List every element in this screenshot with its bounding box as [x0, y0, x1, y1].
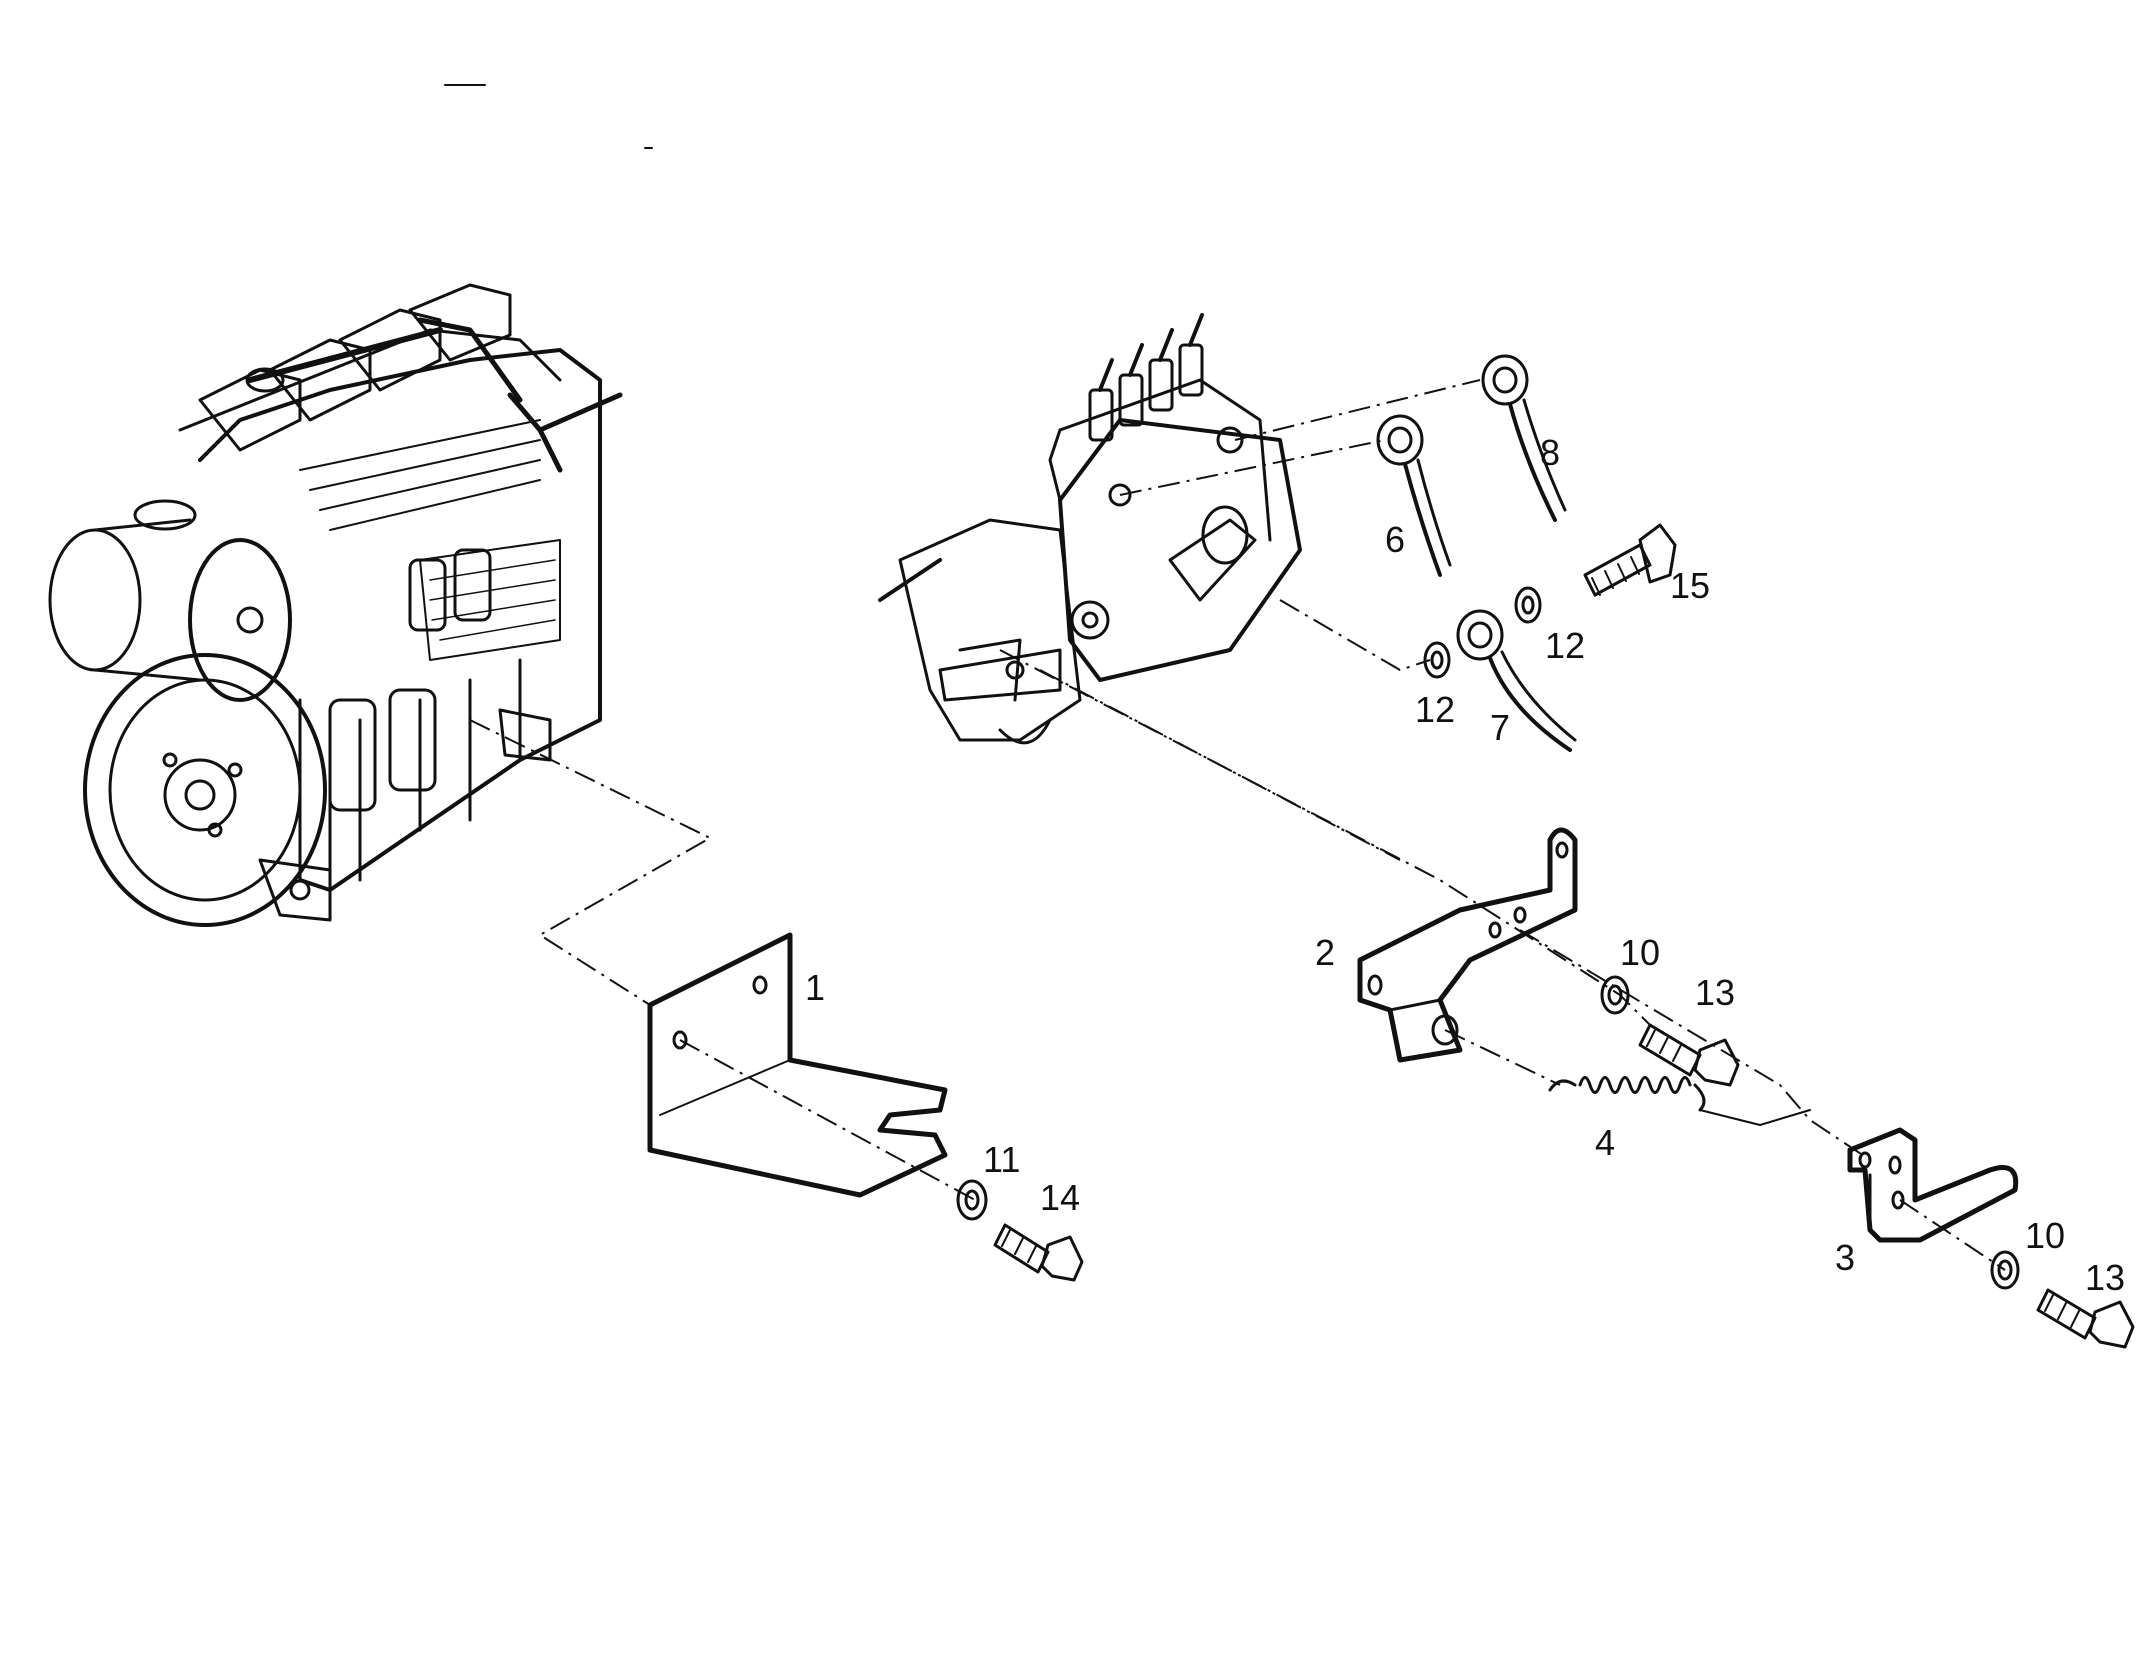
callout-14: 14	[1040, 1177, 1080, 1218]
bracket-3	[1847, 1127, 2019, 1243]
callout-11: 11	[983, 1139, 1020, 1180]
callout-13-upper: 13	[1695, 972, 1735, 1013]
banjo-line-7	[1456, 609, 1577, 752]
callout-7: 7	[1490, 707, 1510, 748]
banjo-line-6	[1376, 414, 1452, 577]
callout-labels: 1 2 3 4 6 7 8 10 10 11 12 12 13 13 14 15	[805, 432, 2125, 1298]
injection-pump	[878, 313, 1302, 745]
washer-10-upper	[1600, 975, 1630, 1015]
callout-1: 1	[805, 967, 825, 1008]
bracket-1	[647, 932, 948, 1198]
washer-10-lower	[1990, 1250, 2020, 1290]
leader-lines	[469, 379, 2006, 1271]
callout-12-upper: 12	[1545, 625, 1585, 666]
callout-2: 2	[1315, 932, 1335, 973]
callout-8: 8	[1540, 432, 1560, 473]
washer-11	[956, 1179, 988, 1221]
callout-15: 15	[1670, 565, 1710, 606]
bracket-2	[1357, 827, 1578, 1063]
callout-12-lower: 12	[1415, 689, 1455, 730]
callout-10-upper: 10	[1620, 932, 1660, 973]
sealing-washer-12-upper	[1514, 586, 1542, 624]
hollow-bolt-15	[1583, 523, 1677, 597]
callout-13-lower: 13	[2085, 1257, 2125, 1298]
banjo-line-8	[1481, 354, 1567, 522]
sealing-washer-12-lower	[1423, 641, 1451, 679]
bolt-14	[993, 1223, 1084, 1282]
engine-assembly	[48, 283, 623, 927]
callout-3: 3	[1835, 1237, 1855, 1278]
callout-4: 4	[1595, 1122, 1615, 1163]
callout-6: 6	[1385, 519, 1405, 560]
bolt-13-lower	[2036, 1288, 2135, 1349]
bolt-13-upper	[1638, 1023, 1740, 1087]
return-spring-4	[1548, 1076, 1706, 1112]
callout-10-lower: 10	[2025, 1215, 2065, 1256]
